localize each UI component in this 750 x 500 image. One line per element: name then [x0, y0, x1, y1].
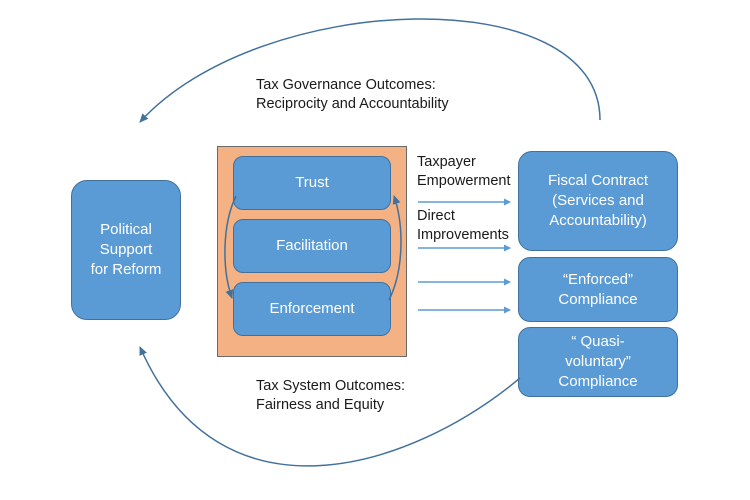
quasi-voluntary-compliance-box: “ Quasi- voluntary” Compliance: [518, 327, 678, 397]
governance-outcomes-line-1: Tax Governance Outcomes:: [256, 77, 436, 93]
taxpayer-empowerment-line-2: Empowerment: [417, 173, 511, 190]
political-support-line-2: Support: [99, 241, 153, 259]
quasi-voluntary-line-2: voluntary”: [565, 353, 631, 371]
fiscal-contract-line-1: Fiscal Contract: [547, 172, 649, 190]
trust-to-enforcement-arrow: [224, 195, 237, 299]
taxpayer-empowerment-label: Taxpayer Empowerment: [417, 153, 510, 191]
political-support-line-1: Political: [100, 221, 152, 239]
enforced-compliance-line-1: “Enforced”: [562, 270, 634, 288]
quasi-voluntary-line-1: “ Quasi-: [571, 333, 625, 351]
enforcement-box: Enforcement: [233, 282, 391, 336]
direct-improvements-line-1: Direct: [417, 208, 455, 224]
governance-feedback-arrow: [139, 18, 601, 123]
political-support-line-3: for Reform: [90, 260, 162, 278]
governance-outcomes-label: Tax Governance Outcomes: Reciprocity and…: [256, 76, 449, 114]
governance-outcomes-line-2: Reciprocity and Accountability: [256, 96, 449, 113]
facilitation-box: Facilitation: [233, 219, 391, 273]
fiscal-contract-line-3: Accountability): [549, 211, 647, 229]
enforced-compliance-box: “Enforced” Compliance: [518, 257, 678, 322]
taxpayer-empowerment-line-1: Taxpayer: [417, 154, 476, 170]
enforced-compliance-line-2: Compliance: [558, 290, 638, 308]
system-outcomes-label: Tax System Outcomes: Fairness and Equity: [256, 377, 405, 415]
direct-improvements-line-2: Improvements: [417, 227, 509, 244]
direct-improvements-label: Direct Improvements: [417, 207, 509, 245]
trust-label: Trust: [295, 174, 329, 192]
system-outcomes-line-2: Fairness and Equity: [256, 397, 385, 414]
enforcement-to-trust-arrow: [388, 195, 402, 301]
trust-box: Trust: [233, 156, 391, 210]
fiscal-contract-box: Fiscal Contract (Services and Accountabi…: [518, 151, 678, 251]
enforcement-label: Enforcement: [269, 300, 355, 318]
political-support-box: Political Support for Reform: [71, 180, 181, 320]
fiscal-contract-line-2: (Services and: [552, 192, 644, 210]
facilitation-label: Facilitation: [276, 237, 348, 255]
quasi-voluntary-line-3: Compliance: [558, 372, 638, 390]
system-outcomes-line-1: Tax System Outcomes:: [256, 378, 406, 394]
system-feedback-arrow: [139, 346, 521, 467]
